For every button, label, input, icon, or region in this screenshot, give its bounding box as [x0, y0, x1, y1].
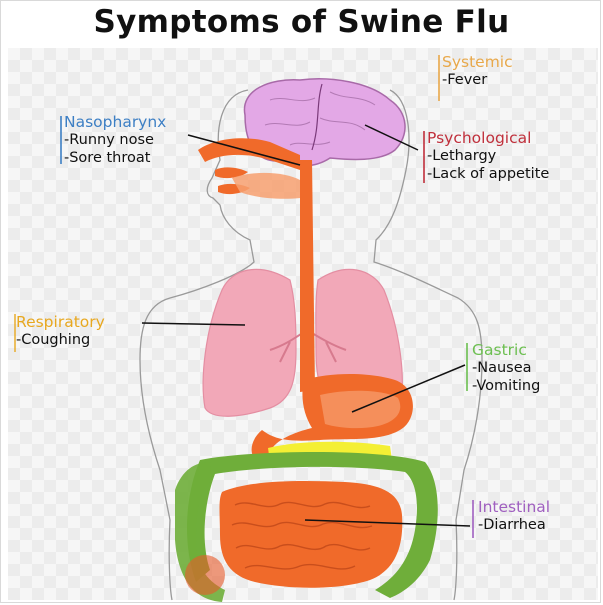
- intestinal-heading: Intestinal: [478, 498, 550, 516]
- nasopharynx-heading: Nasopharynx: [64, 113, 166, 131]
- systemic-item-fever: -Fever: [442, 71, 513, 89]
- appendix: [185, 555, 225, 595]
- intestinal-item-diarrhea: -Diarrhea: [478, 516, 550, 534]
- intestinal-bar: [472, 500, 474, 538]
- psychological-bar: [423, 131, 425, 183]
- nasopharynx-label: Nasopharynx -Runny nose -Sore throat: [64, 113, 166, 167]
- esophagus: [300, 160, 315, 392]
- systemic-bar: [438, 55, 440, 101]
- psychological-item-lack-of-appetite: -Lack of appetite: [427, 165, 549, 183]
- small-intestine: [220, 481, 403, 588]
- gastric-bar: [466, 343, 468, 391]
- psychological-heading: Psychological: [427, 129, 549, 147]
- nasopharynx-item-sore-throat: -Sore throat: [64, 149, 166, 167]
- respiratory-item-coughing: -Coughing: [16, 331, 105, 349]
- respiratory-heading: Respiratory: [16, 313, 105, 331]
- gastric-item-nausea: -Nausea: [472, 359, 540, 377]
- systemic-heading: Systemic: [442, 53, 513, 71]
- gastric-heading: Gastric: [472, 341, 540, 359]
- respiratory-label: Respiratory -Coughing: [16, 313, 105, 349]
- nasopharynx-item-runny-nose: -Runny nose: [64, 131, 166, 149]
- gastric-label: Gastric -Nausea -Vomiting: [472, 341, 540, 395]
- nasopharynx-bar: [60, 116, 62, 164]
- systemic-label: Systemic -Fever: [442, 53, 513, 89]
- intestinal-label: Intestinal -Diarrhea: [478, 498, 550, 534]
- gastric-item-vomiting: -Vomiting: [472, 377, 540, 395]
- psychological-label: Psychological -Lethargy -Lack of appetit…: [427, 129, 549, 183]
- psychological-item-lethargy: -Lethargy: [427, 147, 549, 165]
